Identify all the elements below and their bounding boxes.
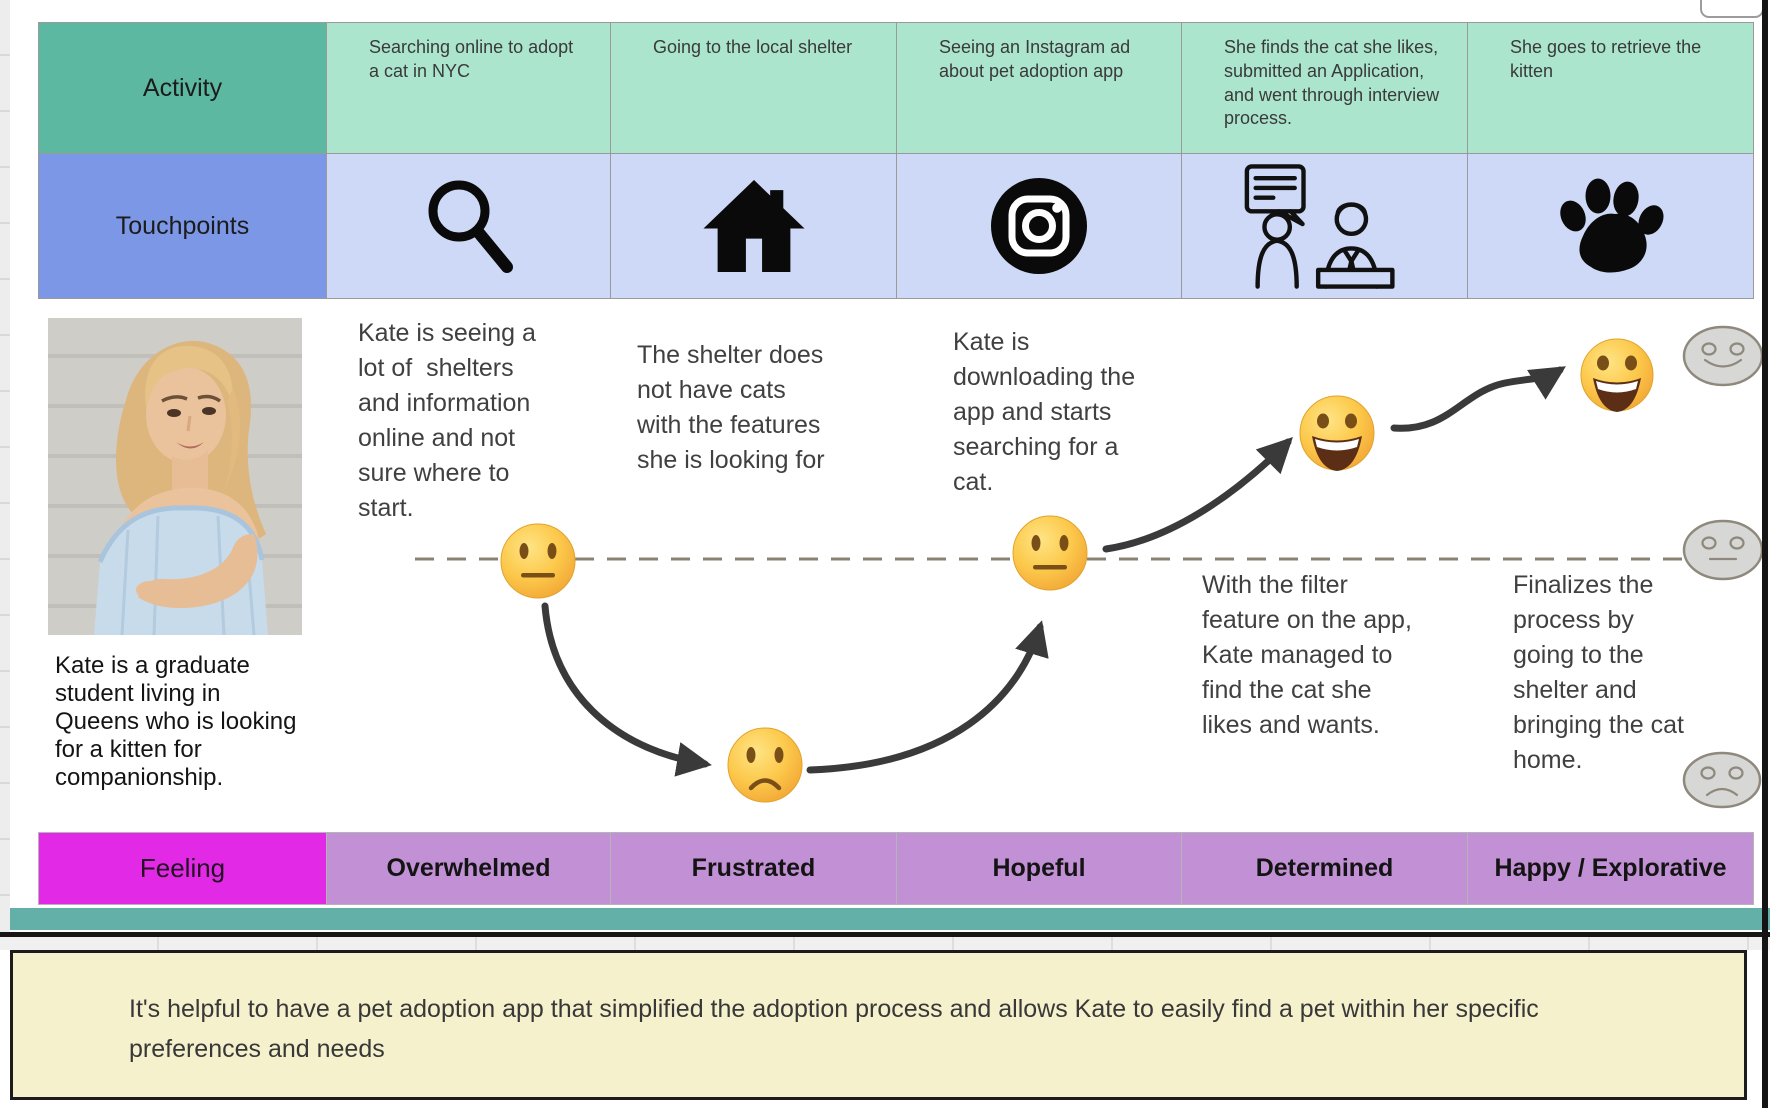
touchpoint-cell-search[interactable]: [327, 154, 610, 298]
divider-line: [0, 932, 1770, 937]
touchpoint-cell-paw[interactable]: [1468, 154, 1753, 298]
arrow-4: [1390, 366, 1566, 432]
accent-bar: [10, 908, 1770, 930]
activity-cell-4[interactable]: She finds the cat she likes, submitted a…: [1182, 23, 1467, 153]
feeling-cell-5[interactable]: Happy / Explorative: [1468, 833, 1753, 904]
emoji-grinning-face-1[interactable]: [1299, 395, 1375, 471]
cropped-toolbar-fragment: [1700, 0, 1764, 18]
feeling-cell-3[interactable]: Hopeful: [897, 833, 1181, 904]
feeling-cell-2[interactable]: Frustrated: [611, 833, 896, 904]
touchpoints-row-header[interactable]: Touchpoints: [39, 154, 326, 298]
frame-right-border: [1762, 0, 1768, 1108]
feeling-cell-1[interactable]: Overwhelmed: [327, 833, 610, 904]
activity-touchpoints-table: Activity Searching online to adopt a cat…: [38, 22, 1754, 299]
search-icon: [428, 180, 513, 273]
arrow-2: [806, 620, 1049, 774]
emoji-neutral-face-1[interactable]: [500, 523, 576, 599]
arrow-1: [541, 602, 712, 777]
spreadsheet-column-strip: [0, 937, 1770, 950]
touchpoint-cell-shelter[interactable]: [611, 154, 896, 298]
stage-note-2[interactable]: The shelter does not have cats with the …: [637, 341, 831, 474]
feeling-row-header[interactable]: Feeling: [39, 833, 326, 904]
feeling-cell-4[interactable]: Determined: [1182, 833, 1467, 904]
home-icon: [702, 180, 805, 272]
activity-row-header[interactable]: Activity: [39, 23, 326, 153]
mood-scale-smiling-face[interactable]: [1682, 325, 1764, 387]
activity-cell-3[interactable]: Seeing an Instagram ad about pet adoptio…: [897, 23, 1181, 153]
activity-cell-2[interactable]: Going to the local shelter: [611, 23, 896, 153]
emoji-frowning-face[interactable]: [727, 727, 803, 803]
interview-icon: [1244, 164, 1395, 289]
stage-note-5[interactable]: Finalizes the process by going to the sh…: [1513, 571, 1691, 774]
persona-description[interactable]: Kate is a graduate student living in Que…: [55, 652, 297, 791]
activity-cell-5[interactable]: She goes to retrieve the kitten: [1468, 23, 1753, 153]
insight-note-text: It's helpful to have a pet adoption app …: [129, 995, 1553, 1063]
touchpoint-cell-interview[interactable]: [1182, 154, 1467, 298]
spreadsheet-row-gutter: [0, 0, 10, 932]
instagram-icon: [991, 178, 1087, 274]
insight-note[interactable]: It's helpful to have a pet adoption app …: [10, 950, 1747, 1100]
paw-icon: [1559, 178, 1663, 273]
emoji-neutral-face-2[interactable]: [1012, 515, 1088, 591]
stage-note-4[interactable]: With the filter feature on the app, Kate…: [1202, 571, 1419, 739]
feeling-row: Feeling Overwhelmed Frustrated Hopeful D…: [38, 832, 1754, 905]
stage-note-1[interactable]: Kate is seeing a lot of shelters and inf…: [358, 319, 543, 522]
emoji-grinning-face-2[interactable]: [1580, 338, 1654, 412]
mood-scale-sad-face[interactable]: [1682, 751, 1762, 809]
persona-photo[interactable]: [48, 318, 302, 635]
mood-scale-neutral-face[interactable]: [1682, 519, 1764, 581]
stage-note-3[interactable]: Kate is downloading the app and starts s…: [953, 328, 1143, 496]
activity-cell-1[interactable]: Searching online to adopt a cat in NYC: [327, 23, 610, 153]
touchpoint-cell-instagram[interactable]: [897, 154, 1181, 298]
